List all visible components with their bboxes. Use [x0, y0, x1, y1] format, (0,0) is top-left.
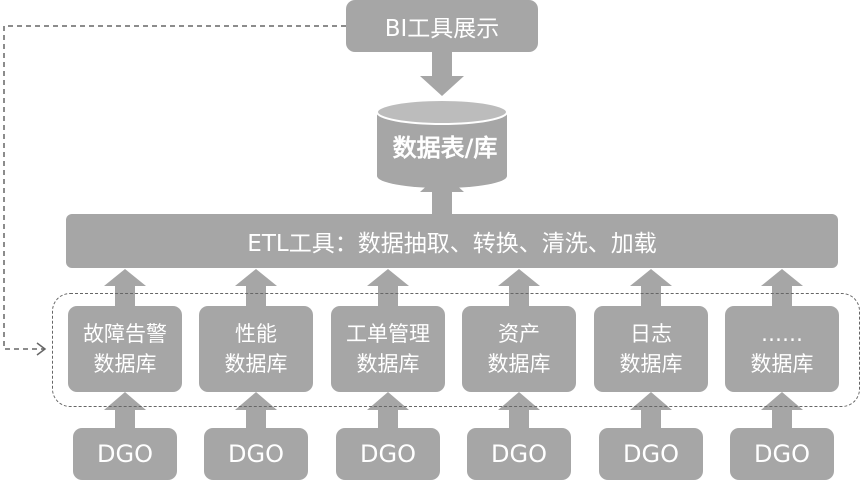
source-db-label-line2: 数据库: [619, 352, 683, 376]
arrow-source-to-etl: [367, 269, 409, 306]
arrow-dgo-to-source: [235, 392, 277, 428]
dgo-box: DGO: [467, 428, 571, 480]
source-db-label-line2: 数据库: [487, 352, 551, 376]
arrow-dgo-to-source: [104, 392, 146, 428]
arrow-source-to-etl: [104, 269, 146, 306]
source-db-label-line1: 日志: [630, 322, 672, 346]
arrow-dgo-to-source: [367, 392, 409, 428]
source-db-fault-alarm: 故障告警 数据库: [68, 306, 182, 392]
etl-tool-box: ETL工具：数据抽取、转换、清洗、加载: [66, 214, 838, 268]
source-db-work-order: 工单管理 数据库: [331, 306, 445, 392]
source-db-label-line1: ……: [761, 322, 803, 346]
source-db-log: 日志 数据库: [594, 306, 708, 392]
dgo-box: DGO: [730, 428, 834, 480]
dgo-label: DGO: [97, 440, 153, 468]
source-db-label-line1: 性能: [235, 322, 277, 346]
dgo-label: DGO: [360, 440, 416, 468]
dgo-box: DGO: [336, 428, 440, 480]
source-db-label-line1: 工单管理: [346, 322, 430, 346]
source-db-asset: 资产 数据库: [462, 306, 576, 392]
dgo-box: DGO: [73, 428, 177, 480]
arrow-source-to-etl: [630, 269, 672, 306]
feedback-dashed-line: [3, 25, 346, 350]
bi-tool-label: BI工具展示: [384, 16, 500, 42]
arrow-etl-to-db: [420, 172, 464, 214]
arrow-dgo-to-source: [498, 392, 540, 428]
bi-tool-box: BI工具展示: [346, 0, 538, 52]
source-db-label-line2: 数据库: [356, 352, 420, 376]
dgo-label: DGO: [491, 440, 547, 468]
source-db-performance: 性能 数据库: [199, 306, 313, 392]
source-db-more: …… 数据库: [725, 306, 839, 392]
database-cylinder: [376, 99, 508, 188]
database-label: 数据表/库: [392, 134, 498, 162]
arrow-source-to-etl: [235, 269, 277, 306]
dgo-box: DGO: [599, 428, 703, 480]
dgo-label: DGO: [228, 440, 284, 468]
etl-tool-label: ETL工具：数据抽取、转换、清洗、加载: [247, 231, 657, 257]
dgo-box: DGO: [204, 428, 308, 480]
arrow-source-to-etl: [498, 269, 540, 306]
dgo-label: DGO: [623, 440, 679, 468]
source-db-label-line1: 资产: [498, 322, 540, 346]
arrow-dgo-to-source: [761, 392, 803, 428]
source-group-frame: [52, 293, 860, 407]
arrow-bi-to-db: [420, 52, 464, 96]
source-db-label-line1: 故障告警: [83, 322, 167, 346]
arrow-source-to-etl: [761, 269, 803, 306]
feedback-arrowhead: [36, 342, 47, 356]
dgo-label: DGO: [754, 440, 810, 468]
source-db-label-line2: 数据库: [750, 352, 814, 376]
source-db-label-line2: 数据库: [93, 352, 157, 376]
arrow-dgo-to-source: [630, 392, 672, 428]
source-db-label-line2: 数据库: [224, 352, 288, 376]
